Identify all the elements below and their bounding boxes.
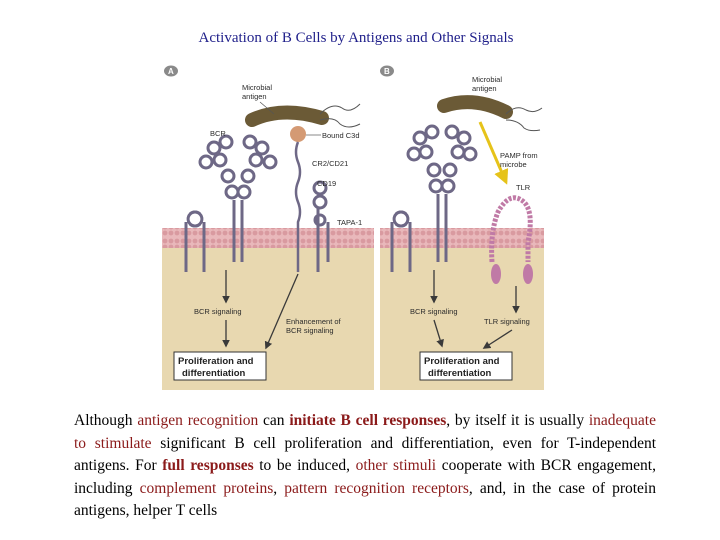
caption-text-1: Although bbox=[74, 412, 138, 429]
caption-text-7: , bbox=[273, 479, 285, 497]
microbial-antigen-b-icon bbox=[437, 95, 543, 132]
bcr-receptor-b-icon bbox=[406, 124, 478, 262]
caption-text-4: significant B cell proliferation and dif… bbox=[74, 434, 657, 475]
label-pamp-2: microbe bbox=[500, 160, 527, 169]
cd19-icon bbox=[312, 180, 328, 272]
outcome-a-line-2: differentiation bbox=[182, 368, 246, 379]
panel-a-letter-badge bbox=[164, 65, 178, 77]
label-cr2-cd21: CR2/CD21 bbox=[312, 159, 348, 168]
outcome-box-a bbox=[173, 351, 267, 381]
label-tapa-1: TAPA-1 bbox=[337, 218, 362, 227]
caption-text-8: , and, in the case of protein antigens, … bbox=[74, 479, 656, 520]
caption-text-6: cooperate with BCR engagement, including bbox=[74, 457, 656, 497]
caption-paragraph: Although antigen recognition can initiat… bbox=[74, 410, 656, 523]
panel-a-membrane bbox=[162, 228, 374, 248]
label-tlr-signaling: TLR signaling bbox=[484, 317, 530, 326]
caption-highlight-inadequate: inadequate to stimulate bbox=[74, 412, 656, 452]
outcome-b-line-2: differentiation bbox=[428, 368, 492, 379]
label-microbial-antigen-a-1: Microbial bbox=[242, 83, 272, 92]
label-enhancement-1: Enhancement of bbox=[286, 317, 342, 326]
bcr-to-outcome-arrow-b bbox=[433, 319, 444, 348]
label-cd19: CD19 bbox=[317, 179, 336, 188]
enhancement-arrow bbox=[264, 273, 299, 350]
ig-alpha-beta-icon bbox=[184, 210, 206, 272]
caption-highlight-other-stimuli: other stimuli bbox=[355, 457, 437, 474]
panel-a: A Microbial antigen Bound C3d BCR bbox=[162, 62, 376, 390]
outcome-b-line-1: Proliferation and bbox=[424, 356, 500, 367]
caption-highlight-prr: pattern recognition receptors bbox=[284, 479, 469, 497]
microbial-antigen-icon bbox=[245, 103, 361, 142]
label-microbial-antigen-a-2: antigen bbox=[242, 92, 267, 101]
caption-highlight-initiate: initiate B cell responses bbox=[289, 412, 447, 429]
label-bound-c3d: Bound C3d bbox=[322, 131, 360, 140]
caption-highlight-antigen-recognition: antigen recognition bbox=[137, 412, 259, 429]
slide-title: Activation of B Cells by Antigens and Ot… bbox=[198, 30, 514, 46]
caption-text-5: to be induced, bbox=[253, 457, 356, 474]
outcome-box-b bbox=[419, 351, 513, 381]
panel-b-letter-badge bbox=[380, 65, 394, 77]
label-microbial-antigen-b-1: Microbial bbox=[472, 75, 502, 84]
caption-text-3: , by itself it is usually bbox=[446, 412, 589, 429]
tlr-icon bbox=[489, 195, 533, 284]
panel-b-membrane bbox=[380, 228, 544, 248]
caption-text-2: can bbox=[258, 412, 290, 429]
tlr-to-outcome-arrow bbox=[482, 329, 513, 349]
panel-b-letter: B bbox=[384, 67, 390, 76]
bcr-receptor-icon bbox=[198, 134, 278, 262]
b-cell-activation-figure: A Microbial antigen Bound C3d BCR bbox=[162, 62, 544, 390]
bound-c3d-icon bbox=[290, 126, 306, 142]
pamp-arrow-icon bbox=[478, 121, 509, 185]
panel-a-letter: A bbox=[168, 67, 174, 76]
caption-highlight-complement: complement proteins bbox=[139, 479, 274, 497]
label-bcr: BCR bbox=[210, 129, 226, 138]
panel-b: B Microbial antigen PAMP from microbe TL bbox=[378, 62, 544, 390]
cr2-cd21-icon bbox=[294, 141, 302, 272]
label-pamp-1: PAMP from bbox=[500, 151, 538, 160]
caption-highlight-full-responses: full responses bbox=[162, 457, 254, 474]
label-enhancement-2: BCR signaling bbox=[286, 326, 334, 335]
label-microbial-antigen-b-2: antigen bbox=[472, 84, 497, 93]
tapa1-icon bbox=[313, 213, 330, 262]
outcome-a-line-1: Proliferation and bbox=[178, 356, 254, 367]
ig-alpha-beta-b-icon bbox=[390, 210, 412, 272]
label-bcr-signaling-b: BCR signaling bbox=[410, 307, 458, 316]
label-bcr-signaling-a: BCR signaling bbox=[194, 307, 242, 316]
label-tlr: TLR bbox=[516, 183, 531, 192]
